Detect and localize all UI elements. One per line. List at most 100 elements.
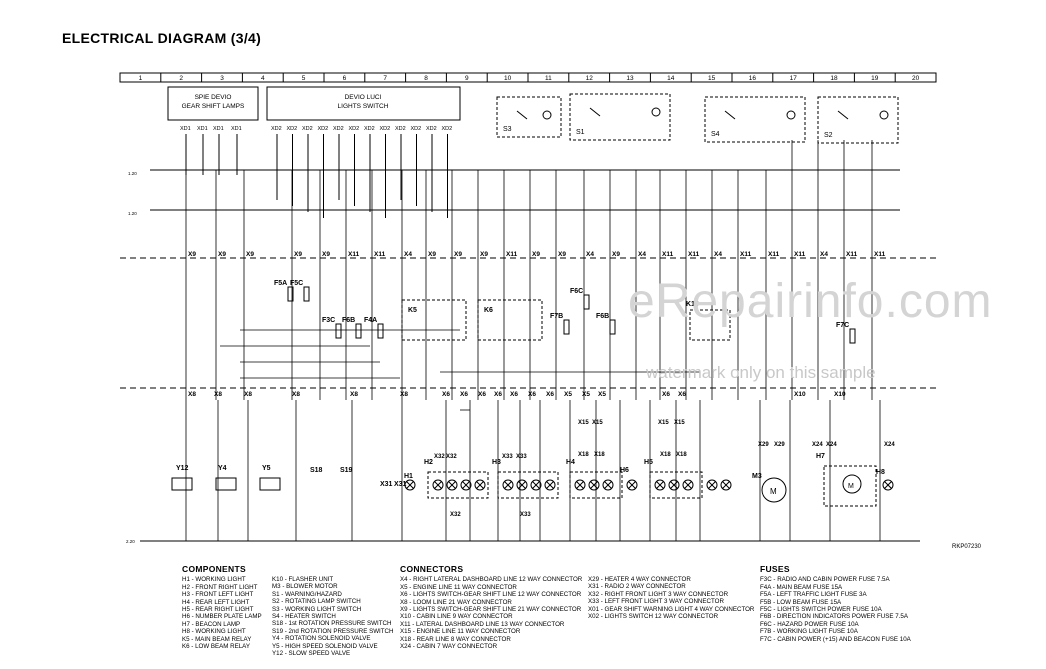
connector-label: X11 [506,251,518,258]
switch-contact [837,110,849,120]
connector-label: X6 [442,391,450,398]
fuse-label: F6B [596,313,609,320]
switch-label: S3 [503,126,512,133]
lamp-symbol [684,481,692,489]
legend-item: X31 - RADIO 2 WAY CONNECTOR [588,583,686,591]
connector-label: X18 [594,452,605,458]
pin-label: XD1 [213,126,224,132]
legend-item: K6 - LOW BEAM RELAY [182,643,250,651]
connector-label: X6 [662,391,670,398]
legend-item: S2 - ROTATING LAMP SWITCH [272,598,361,606]
lamp-symbol [668,479,680,491]
beacon-motor-symbol [842,474,862,494]
legend-item: X10 - CABIN LINE 9 WAY CONNECTOR [400,613,513,621]
device-label: S18 [310,467,323,474]
connector-label: X33 [502,454,513,460]
legend-item: H8 - WORKING LIGHT [182,628,246,636]
column-number: 15 [708,75,716,82]
column-number: 11 [545,75,552,82]
fuse-symbol [563,319,570,335]
legend-item: K5 - MAIN BEAM RELAY [182,635,252,643]
lamp-symbol [706,479,718,491]
switch-box [817,96,899,144]
lamp-symbol [588,479,600,491]
legend-item: F7B - WORKING LIGHT FUSE 10A [760,628,858,636]
connector-label: X15 [592,420,603,426]
connector-label: X32 [446,454,457,460]
device-label: S19 [340,467,353,474]
fuse-label: F6C [570,288,583,295]
wire-ref: 1.20 [128,171,137,176]
connector-label: X5 [582,391,590,398]
beacon-box [823,465,877,507]
relay-label: K10 [686,301,699,308]
motor-letter: M [848,483,854,490]
connector-label: X4 [404,251,412,258]
lamp-symbol [532,481,540,489]
connector-label: X4 [820,251,828,258]
pin-label: XD2 [380,126,391,132]
legend-item: H4 - REAR LEFT LIGHT [182,598,250,606]
drawing-code: RKP07230 [952,544,982,550]
lamp-symbol [504,481,512,489]
legend-item: F6C - HAZARD POWER FUSE 10A [760,620,859,628]
device-label: H8 [876,469,885,476]
connector-label: X9 [294,251,302,258]
front-right-light-box [427,471,489,499]
column-number: 2 [179,75,183,82]
fuse-label: F5A [274,280,287,287]
connector-label: X5 [598,391,606,398]
connector-label: X9 [532,251,540,258]
lamp-symbol [879,110,889,120]
device-label: H7 [816,453,825,460]
lamp-symbol [462,481,470,489]
legend-item: X29 - HEATER 4 WAY CONNECTOR [588,576,691,583]
blower-motor-symbol [761,477,787,503]
legend-item: K10 - FLASHER UNIT [272,576,334,583]
connector-label: X9 [558,251,566,258]
connector-label: X29 [758,442,769,448]
switch-box [496,96,562,138]
connector-label: X11 [662,251,674,258]
column-number: 7 [383,75,387,82]
connector-label: X24 [812,442,823,448]
device-label: H3 [492,459,501,466]
legend-item: H3 - FRONT LEFT LIGHT [182,591,254,599]
fuse-label: F7C [836,322,849,329]
switch-label: S4 [711,131,720,138]
pin-label: XD1 [231,126,242,132]
legend-components-title: COMPONENTS [182,564,246,574]
legend-item: X11 - LATERAL DASHBOARD LINE 13 WAY CONN… [400,620,565,628]
connector-label: X11 [740,251,752,258]
device-label: H2 [424,459,433,466]
lamp-symbol [574,479,586,491]
lamp-symbol [434,481,442,489]
legend-item: H1 - WORKING LIGHT [182,576,246,584]
legend-item: F4A - MAIN BEAM FUSE 15A [760,583,843,591]
connector-label: X8 [214,391,222,398]
pin-label: XD2 [411,126,422,132]
pin-label: XD1 [197,126,208,132]
column-number: 9 [465,75,469,82]
switch-contact [724,110,736,120]
fuse-label: F4A [364,317,377,324]
device-label: X31 [394,481,407,488]
pin-label: XD2 [442,126,453,132]
lamp-symbol [530,479,542,491]
switch-contact [516,110,528,120]
connector-label: X4 [638,251,646,258]
legend-item: X01 - GEAR SHIFT WARNING LIGHT 4 WAY CON… [588,605,755,613]
switch-contact [589,107,601,117]
device-label: M3 [752,473,762,480]
pin-label: XD2 [271,126,282,132]
fuse-symbol [335,323,342,339]
fuse-symbol [609,319,616,335]
lamp-symbol [502,479,514,491]
column-number: 6 [343,75,347,82]
legend-item: S18 - 1st ROTATION PRESSURE SWITCH [272,620,392,628]
connector-label: X9 [612,251,620,258]
pin-label: XD2 [333,126,344,132]
connector-label: X11 [768,251,780,258]
legend-item: S4 - HEATER SWITCH [272,613,336,621]
